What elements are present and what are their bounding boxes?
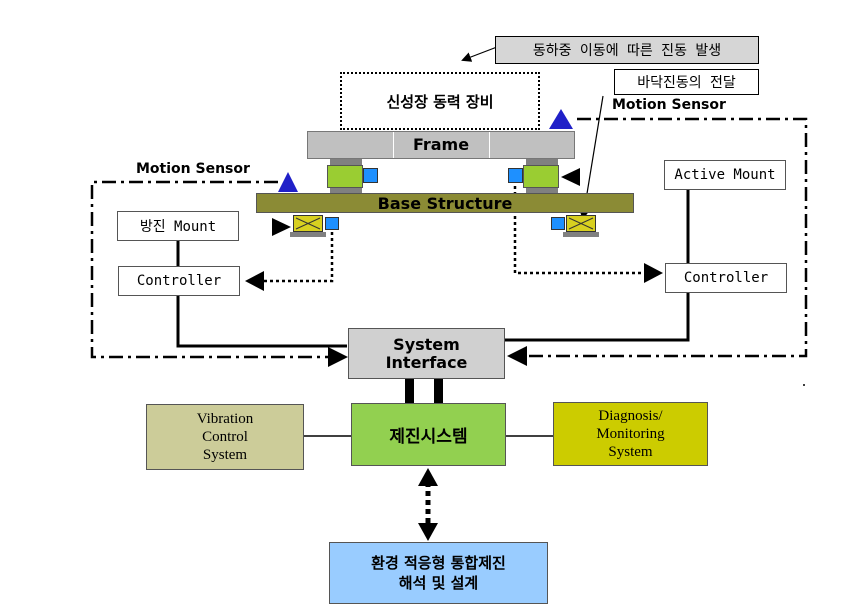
sensor-right-block xyxy=(508,168,523,183)
frame-bar: Frame xyxy=(307,131,575,159)
arrowhead-down xyxy=(418,523,438,541)
actuator-left-base xyxy=(330,188,362,193)
diagnosis-box: Diagnosis/ Monitoring System xyxy=(553,402,708,466)
actuator-right xyxy=(526,159,558,165)
arrowhead-up xyxy=(418,468,438,486)
passive-mount-right-base xyxy=(563,232,599,237)
motion-sensor-label-right: Motion Sensor xyxy=(612,97,726,113)
base-structure-label: Base Structure xyxy=(377,194,513,213)
system-interface-line2: Interface xyxy=(385,352,468,372)
actuator-left-body xyxy=(327,165,363,188)
passive-mount-left-base xyxy=(290,232,326,237)
sensor-left-block xyxy=(363,168,378,183)
diagnosis-line1: Diagnosis/ xyxy=(598,408,663,424)
callout-floor-transfer: 바닥진동의 전달 xyxy=(614,69,759,95)
small-dot xyxy=(803,384,805,386)
analysis-line2: 해석 및 설계 xyxy=(398,574,479,592)
vibration-control-line2: Control xyxy=(202,429,248,445)
dotted-feedback-left xyxy=(262,232,334,283)
motion-sensor-line-right xyxy=(517,117,808,358)
motion-sensor-triangle-left xyxy=(278,172,298,192)
vibration-control-box: Vibration Control System xyxy=(146,404,304,470)
motion-sensor-triangle-right xyxy=(549,109,573,129)
controller-left-to-interface xyxy=(176,296,347,348)
vibration-control-line3: System xyxy=(202,447,248,463)
base-structure-bar: Base Structure xyxy=(256,193,634,213)
passive-mount-label: 방진 Mount xyxy=(117,211,239,241)
callout-load-vibration: 동하중 이동에 따른 진동 발생 xyxy=(495,36,759,64)
system-interface-line1: System xyxy=(393,334,460,354)
equipment-box: 신성장 동력 장비 xyxy=(340,72,540,130)
arrowhead-interface-right xyxy=(507,346,527,366)
arrowhead-controller-right xyxy=(644,263,663,283)
active-mount-label: Active Mount xyxy=(664,160,786,190)
arrowhead-controller-left xyxy=(245,271,264,291)
passive-mount-right xyxy=(566,215,596,232)
callout-leader-load xyxy=(461,46,498,62)
analysis-line1: 환경 적응형 통합제진 xyxy=(371,554,506,572)
actuator-right-base xyxy=(526,188,558,193)
controller-left: Controller xyxy=(118,266,240,296)
frame-label: Frame xyxy=(412,135,470,154)
motion-sensor-label-left: Motion Sensor xyxy=(136,161,250,177)
diagnosis-line2: Monitoring xyxy=(596,426,665,442)
control-system-box: 제진시스템 xyxy=(351,403,506,466)
diagnosis-line3: System xyxy=(608,444,653,460)
actuator-left xyxy=(330,159,362,165)
frame-divider-left xyxy=(393,132,394,158)
frame-divider-right xyxy=(489,132,490,158)
vibration-control-line1: Vibration xyxy=(196,411,254,427)
controller-right: Controller xyxy=(665,263,787,293)
passive-mount-left xyxy=(293,215,323,232)
arrowhead-passive-mount xyxy=(272,218,291,236)
system-interface-box: System Interface xyxy=(348,328,505,379)
arrowhead-interface-left xyxy=(328,347,348,367)
motion-sensor-line-left xyxy=(90,180,336,359)
interface-bus-right xyxy=(434,379,443,403)
controller-right-to-interface xyxy=(505,292,690,342)
sensor-passive-left xyxy=(325,217,339,230)
arrowhead-active-mount xyxy=(561,168,580,186)
actuator-right-body xyxy=(523,165,559,188)
sensor-passive-right xyxy=(551,217,565,230)
analysis-box: 환경 적응형 통합제진 해석 및 설계 xyxy=(329,542,548,604)
interface-bus-left xyxy=(405,379,414,403)
